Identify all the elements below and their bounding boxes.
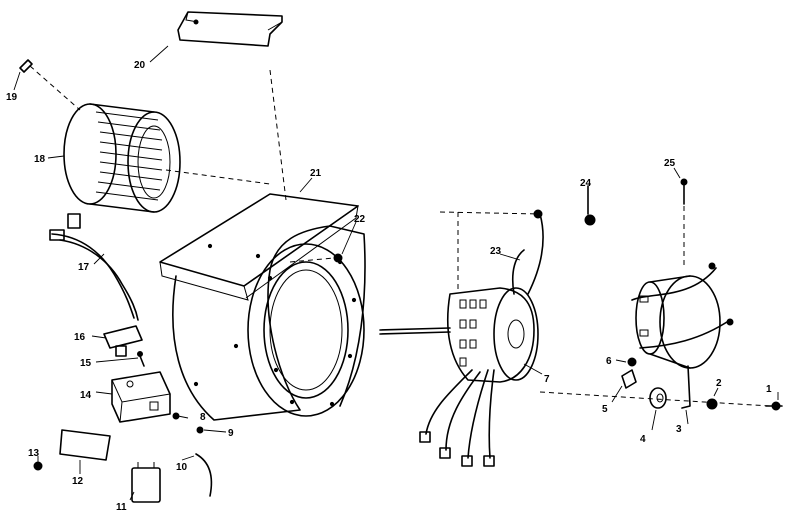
- callout-1: 1: [766, 384, 772, 395]
- callout-24: 24: [580, 178, 592, 189]
- part-11-capacitor: [131, 462, 161, 503]
- part-18-blower-wheel: [63, 103, 271, 213]
- callout-leaders: [13, 45, 779, 501]
- callout-7: 7: [544, 374, 550, 385]
- callout-6: 6: [606, 356, 612, 367]
- callout-5: 5: [602, 404, 608, 415]
- part-19-screw: [19, 59, 81, 111]
- mounting-centerline: [539, 391, 771, 407]
- part-14-relay-box: [111, 371, 171, 423]
- part-21-housing-bracket: [159, 69, 359, 301]
- part-7-motor: [379, 211, 541, 383]
- part-10-cable: [195, 453, 213, 497]
- part-20-cover-plate: [177, 11, 283, 47]
- callout-labels: 1 2 3 4 5 6 7 8 9 10 11 12 13 14 15 16 1…: [6, 60, 772, 513]
- part-6-nut: [627, 357, 637, 367]
- part-12-cover-plate: [59, 429, 111, 461]
- callout-14: 14: [80, 390, 92, 401]
- blower-housing: [172, 225, 366, 421]
- callout-18: 18: [34, 154, 46, 165]
- callout-17: 17: [78, 262, 90, 273]
- callout-9: 9: [228, 428, 234, 439]
- callout-13: 13: [28, 448, 40, 459]
- callout-15: 15: [80, 358, 92, 369]
- callout-19: 19: [6, 92, 18, 103]
- part-16-switch: [103, 325, 143, 357]
- callout-12: 12: [72, 476, 84, 487]
- callout-3: 3: [676, 424, 682, 435]
- part-13-screw: [33, 461, 43, 471]
- part-15-screw: [137, 351, 145, 367]
- part-4-spacer: [649, 387, 667, 409]
- callout-22: 22: [354, 214, 366, 225]
- part-23-motor-leads: [511, 209, 544, 295]
- callout-20: 20: [134, 60, 146, 71]
- part-24-screw: [584, 185, 596, 226]
- callout-10: 10: [176, 462, 188, 473]
- callout-23: 23: [490, 246, 502, 257]
- motor-wire-harness: [419, 369, 495, 467]
- part-2-nut: [706, 398, 718, 410]
- part-17-wire-harness: [49, 213, 139, 321]
- part-22-screw: [289, 253, 343, 263]
- part-3-motor-mount: [631, 262, 734, 409]
- part-9-screw: [196, 426, 204, 434]
- part-5-washer: [621, 369, 637, 389]
- callout-11: 11: [116, 502, 127, 513]
- callout-25: 25: [664, 158, 676, 169]
- callout-2: 2: [716, 378, 722, 389]
- part-25-bolt: [680, 178, 688, 268]
- callout-8: 8: [200, 412, 206, 423]
- callout-21: 21: [310, 168, 322, 179]
- callout-16: 16: [74, 332, 86, 343]
- callout-4: 4: [640, 434, 646, 445]
